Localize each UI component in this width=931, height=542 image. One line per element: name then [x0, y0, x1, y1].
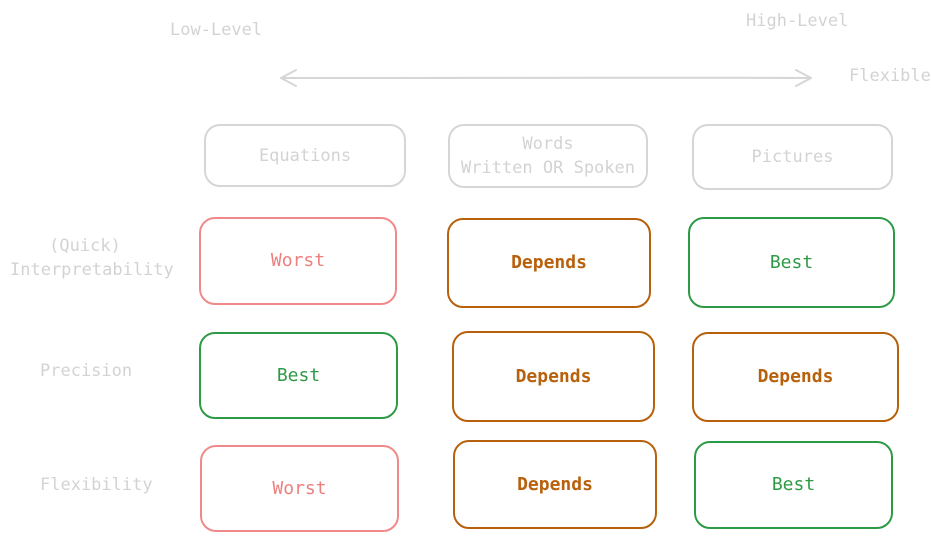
column-header-equations: Equations	[204, 124, 406, 187]
rating-text: Worst	[270, 250, 326, 271]
rating-text: Best	[769, 251, 814, 273]
rating-text: Best	[276, 364, 321, 386]
cell-interpretability-pictures: Best	[688, 217, 895, 308]
rating-text: Depends	[511, 252, 587, 273]
column-header-label: Equations	[258, 145, 352, 166]
cell-flexibility-pictures: Best	[694, 441, 893, 529]
rating-text: Best	[771, 474, 816, 495]
rating-text: Worst	[272, 477, 327, 499]
rating-text: Depends	[757, 366, 834, 387]
cell-precision-equations: Best	[199, 332, 398, 419]
rating-text: Depends	[517, 473, 593, 495]
column-header-pictures: Pictures	[692, 124, 893, 190]
row-label-flexibility: Flexibility	[40, 475, 153, 495]
row-label-precision: Precision	[40, 361, 133, 381]
cell-flexibility-equations: Worst	[200, 445, 399, 532]
flexible-label: Flexible	[849, 66, 931, 86]
high-level-label: High-Level	[746, 11, 849, 31]
column-header-line2: Written OR Spoken	[461, 158, 635, 178]
cell-precision-words: Depends	[452, 331, 655, 422]
column-header-label: Pictures	[751, 147, 834, 167]
cell-interpretability-equations: Worst	[199, 217, 397, 305]
low-level-label: Low-Level	[170, 20, 263, 40]
cell-interpretability-words: Depends	[447, 218, 651, 308]
cell-flexibility-words: Depends	[453, 440, 657, 529]
column-header-words: Words Written OR Spoken	[448, 124, 648, 188]
row-label-interpretability: (Quick) Interpretability	[10, 236, 174, 280]
cell-precision-pictures: Depends	[692, 332, 899, 422]
column-header-line1: Words	[522, 134, 574, 154]
rating-text: Depends	[515, 365, 592, 387]
